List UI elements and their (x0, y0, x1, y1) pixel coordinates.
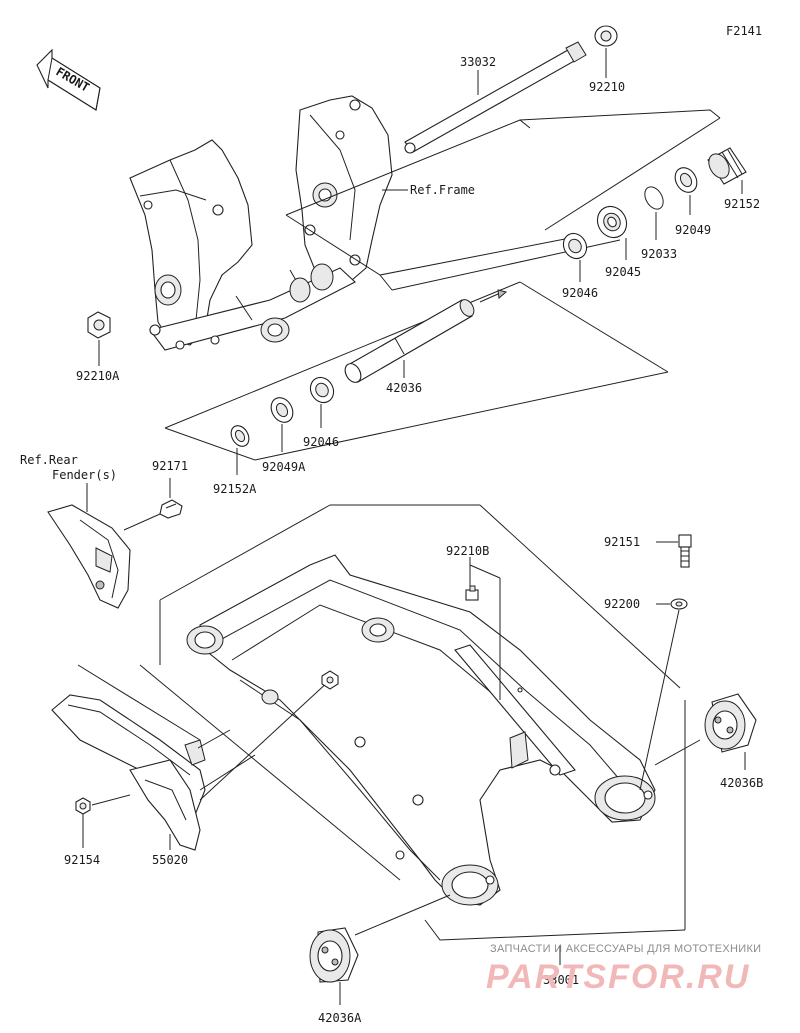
label-42036: 42036 (386, 381, 422, 395)
frame-drawing (129, 95, 393, 351)
part-92210B (465, 585, 479, 601)
part-92210 (594, 25, 618, 47)
label-92033: 92033 (641, 247, 677, 261)
part-55020 (51, 694, 206, 851)
front-arrow-icon: FRONT (36, 48, 101, 111)
part-92200 (670, 598, 688, 610)
watermark-brand: PARTSFOR.RU (486, 958, 750, 996)
watermark-top: ЗАПЧАСТИ И АКСЕССУАРЫ ДЛЯ МОТОТЕХНИКИ (490, 943, 761, 955)
ref-fender-label: Fender(s) (52, 468, 117, 482)
swingarm-33001 (186, 554, 656, 906)
label-92154: 92154 (64, 853, 100, 867)
label-92210: 92210 (589, 80, 625, 94)
part-42036B (704, 693, 757, 753)
part-92046-upper (562, 232, 588, 260)
rear-fender-drawing (47, 504, 131, 609)
label-55020: 55020 (152, 853, 188, 867)
part-92049A (270, 397, 294, 423)
part-92152A (230, 425, 250, 447)
part-92033 (644, 186, 664, 210)
part-92151 (678, 534, 692, 568)
part-33032 (404, 41, 587, 154)
part-92046-lower (309, 376, 335, 404)
label-33032: 33032 (460, 55, 496, 69)
label-33001: 33001 (543, 973, 579, 987)
part-92045 (596, 205, 628, 239)
ref-frame-label: Ref.Frame (410, 183, 475, 197)
label-92046-lower: 92046 (303, 435, 339, 449)
label-42036A: 42036A (318, 1011, 362, 1025)
part-92154 (75, 797, 91, 815)
part-42036 (344, 299, 475, 383)
swingarm-nut (321, 670, 339, 690)
label-42036B: 42036B (720, 776, 763, 790)
label-92210B: 92210B (446, 544, 489, 558)
part-92152 (707, 147, 747, 185)
part-92049 (674, 167, 698, 193)
label-92049A: 92049A (262, 460, 306, 474)
label-92200: 92200 (604, 597, 640, 611)
part-92210A (87, 311, 111, 339)
label-92045: 92045 (605, 265, 641, 279)
diagram-code: F2141 (726, 24, 762, 38)
ref-rear-label: Ref.Rear (20, 453, 78, 467)
label-92152A: 92152A (213, 482, 257, 496)
part-92171 (159, 499, 183, 519)
part-42036A (309, 927, 359, 983)
label-92046-upper: 92046 (562, 286, 598, 300)
label-92049: 92049 (675, 223, 711, 237)
label-92151: 92151 (604, 535, 640, 549)
label-92210A: 92210A (76, 369, 120, 383)
label-92152: 92152 (724, 197, 760, 211)
label-92171: 92171 (152, 459, 188, 473)
